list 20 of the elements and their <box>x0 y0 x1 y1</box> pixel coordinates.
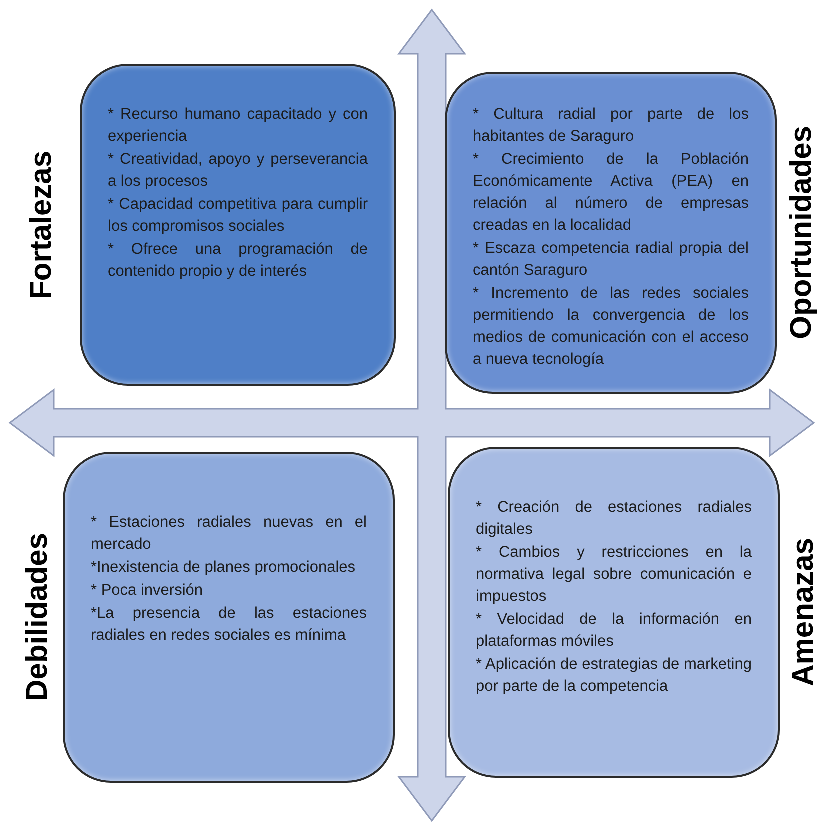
bullet-text: * Aplicación de estrategias de marketing por parte de la competencia <box>476 655 752 697</box>
quadrant-heading: Debilidades <box>23 533 53 702</box>
bullet-text: * Cultura radial por parte de los habitantes de Saraguro <box>473 105 749 147</box>
bullet-text: * Recurso humano capacitado y con experiencia <box>108 105 368 147</box>
bullet-text: * Escaza competencia radial propia del cantón Saraguro <box>473 239 749 281</box>
bullet-text: * Incremento de las redes sociales permitiendo la convergencia de los medios de comunicación con el acceso a nueva tecnología <box>473 284 749 370</box>
bullet-text: * Estaciones radiales nuevas en el mercado <box>91 513 367 555</box>
bullet-text: * Creatividad, apoyo y perseverancia a los procesos <box>108 150 368 192</box>
quadrant-heading: Fortalezas <box>27 150 57 300</box>
quadrant-heading: Oportunidades <box>787 126 817 340</box>
bullet-text: * Velocidad de la información en plataformas móviles <box>476 610 752 652</box>
bullet-text: *La presencia de las estaciones radiales en redes sociales es mínima <box>91 604 367 646</box>
bullet-text: *Inexistencia de planes promocionales <box>91 558 357 578</box>
bullet-text: * Crecimiento de la Población Económicamente Activa (PEA) en relación al número de empresas creadas en la localidad <box>473 150 749 236</box>
quadrant-heading: Amenazas <box>789 538 819 687</box>
bullet-text: * Capacidad competitiva para cumplir los compromisos sociales <box>108 195 368 237</box>
bullet-text: * Creación de estaciones radiales digitales <box>476 498 752 540</box>
bullet-text: * Poca inversión <box>91 581 204 601</box>
bullet-text: * Cambios y restricciones en la normativa legal sobre comunicación e impuestos <box>476 543 752 607</box>
bullet-text: * Ofrece una programación de contenido propio y de interés <box>108 240 368 282</box>
